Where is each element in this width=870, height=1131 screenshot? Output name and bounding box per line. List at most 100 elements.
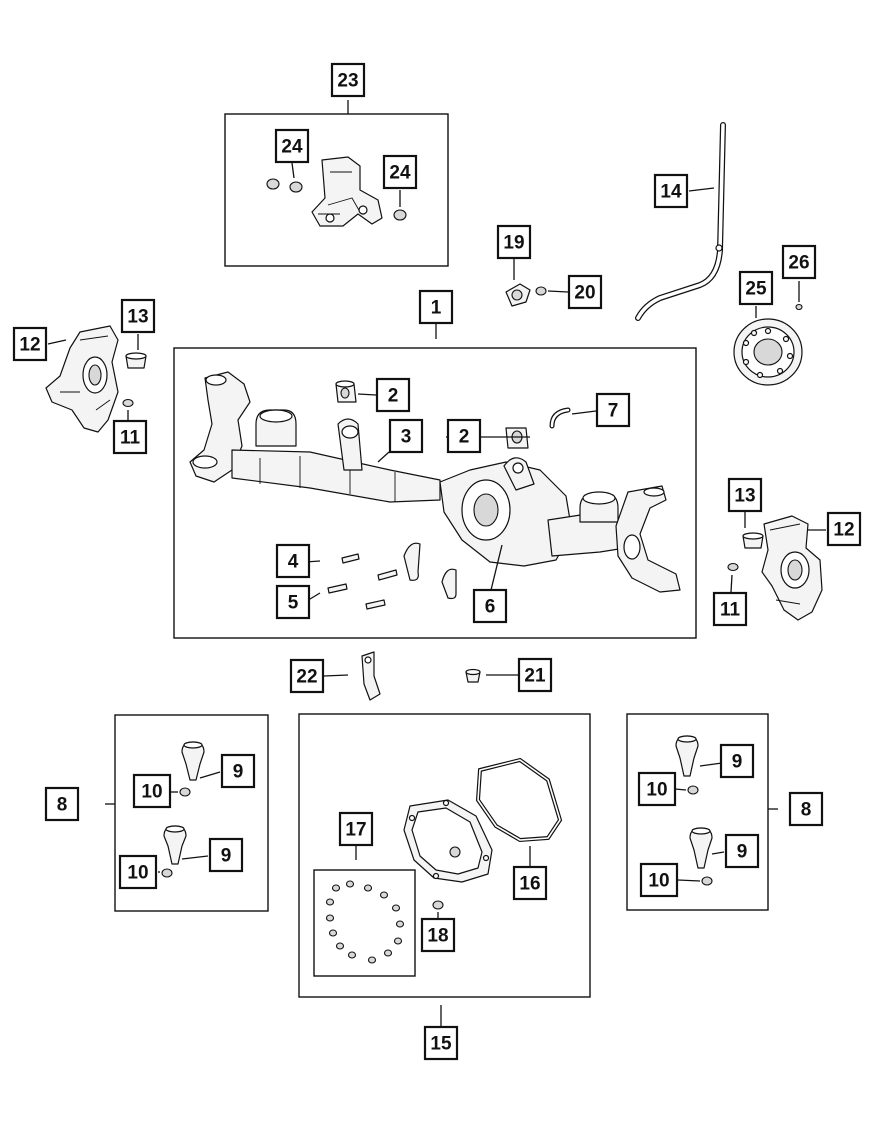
callout-24b: 24 (382, 154, 418, 190)
callout-text: 11 (720, 600, 741, 621)
axle-housing-drawing (189, 371, 681, 593)
nut-drawing-10-right-lower (701, 876, 713, 886)
callout-8-left: 8 (44, 786, 80, 822)
callout-text: 13 (734, 486, 755, 507)
callout-12-left: 12 (12, 326, 48, 362)
callout-3: 3 (388, 418, 424, 454)
callout-text: 4 (288, 552, 299, 573)
callout-text: 24 (281, 137, 303, 158)
callout-10-right-lower: 10 (639, 862, 679, 898)
bolt-drawing-24a (266, 178, 303, 193)
callout-text: 9 (233, 762, 244, 783)
callout-text: 8 (801, 800, 812, 821)
stud-drawing-11-left (122, 398, 134, 408)
bolt-drawing-4 (341, 553, 398, 581)
callout-10-left-upper: 10 (132, 773, 172, 809)
fill-plug-drawing-18 (432, 900, 444, 910)
callout-text: 7 (608, 401, 619, 422)
callout-9-left-lower: 9 (208, 837, 244, 873)
callout-15: 15 (423, 1025, 459, 1061)
callout-21: 21 (517, 657, 553, 693)
nut-drawing-20 (535, 286, 547, 296)
callout-text: 12 (833, 520, 854, 541)
sensor-drawing (505, 283, 531, 307)
callout-12-right: 12 (826, 511, 862, 547)
ball-joint-drawing-left-lower (163, 825, 187, 865)
vent-fitting-drawing-7 (549, 407, 571, 429)
group-frame-1 (173, 347, 697, 639)
callout-1: 1 (418, 289, 454, 325)
callout-text: 6 (485, 597, 496, 618)
callout-text: 16 (519, 874, 540, 895)
bolt-drawing-24b (393, 209, 407, 221)
callout-text: 9 (221, 846, 232, 867)
bolt-drawing-5 (327, 583, 386, 610)
nut-drawing-10-right-upper (687, 785, 699, 795)
callout-text: 13 (127, 307, 148, 328)
callout-text: 15 (430, 1034, 452, 1055)
callout-22: 22 (289, 658, 325, 694)
callout-text: 9 (737, 842, 748, 863)
callout-text: 25 (745, 279, 767, 300)
knuckle-drawing-left (45, 325, 119, 433)
bushing-drawing-2a (335, 380, 357, 403)
group-frame-23 (224, 113, 449, 267)
callout-25: 25 (738, 270, 774, 306)
callout-2a: 2 (375, 377, 411, 413)
callout-5: 5 (275, 584, 311, 620)
callout-9-right-lower: 9 (724, 833, 760, 869)
bushing-drawing-13-left (125, 352, 147, 369)
group-frame-8-right (626, 713, 769, 911)
callout-text: 10 (127, 863, 148, 884)
ball-joint-drawing-right-lower (689, 827, 713, 869)
callout-text: 2 (459, 427, 470, 448)
callout-text: 14 (660, 182, 682, 203)
skid-bracket-drawing (311, 156, 383, 227)
callout-text: 10 (646, 780, 667, 801)
callout-text: 20 (574, 283, 595, 304)
callout-19: 19 (496, 224, 532, 260)
callout-text: 10 (141, 782, 162, 803)
callout-text: 19 (503, 233, 524, 254)
ball-joint-drawing-left-upper (181, 741, 205, 781)
callout-7: 7 (595, 392, 631, 428)
callout-2b: 2 (446, 418, 482, 454)
bracket-drawing-22 (361, 651, 381, 701)
plug-drawing-21 (465, 668, 481, 683)
pin-drawing-26 (795, 303, 803, 311)
callout-text: 17 (345, 820, 366, 841)
stud-drawing-11-right (727, 562, 739, 572)
callout-text: 3 (401, 427, 412, 448)
callout-26: 26 (781, 244, 817, 280)
gasket-drawing-16 (475, 757, 563, 843)
callout-18: 18 (420, 917, 456, 953)
callout-text: 8 (57, 795, 68, 816)
bushing-drawing-2b (505, 427, 529, 449)
callout-text: 2 (388, 386, 399, 407)
bushing-drawing-13-right (742, 532, 764, 549)
callout-24a: 24 (274, 128, 310, 164)
group-frame-15 (298, 713, 591, 998)
callout-23: 23 (330, 62, 366, 98)
callout-13-left: 13 (120, 298, 156, 334)
callout-text: 18 (427, 926, 448, 947)
vent-hose-drawing (635, 122, 726, 321)
callout-11-right: 11 (712, 591, 748, 627)
cover-bolts-drawing-17 (325, 880, 405, 964)
callout-13-right: 13 (727, 477, 763, 513)
callout-8-right: 8 (788, 791, 824, 827)
callout-9-right-upper: 9 (719, 743, 755, 779)
callout-text: 5 (288, 593, 299, 614)
callout-9-left-upper: 9 (220, 753, 256, 789)
callout-10-left-lower: 10 (118, 854, 158, 890)
ring-gear-drawing (733, 318, 803, 386)
callout-10-right-upper: 10 (637, 771, 677, 807)
callout-text: 21 (524, 666, 546, 687)
callout-11-left: 11 (112, 419, 148, 455)
callout-text: 9 (732, 752, 743, 773)
knuckle-drawing-right (761, 515, 823, 621)
callout-text: 11 (120, 428, 141, 449)
differential-cover-drawing (403, 799, 493, 883)
callout-6: 6 (472, 588, 508, 624)
